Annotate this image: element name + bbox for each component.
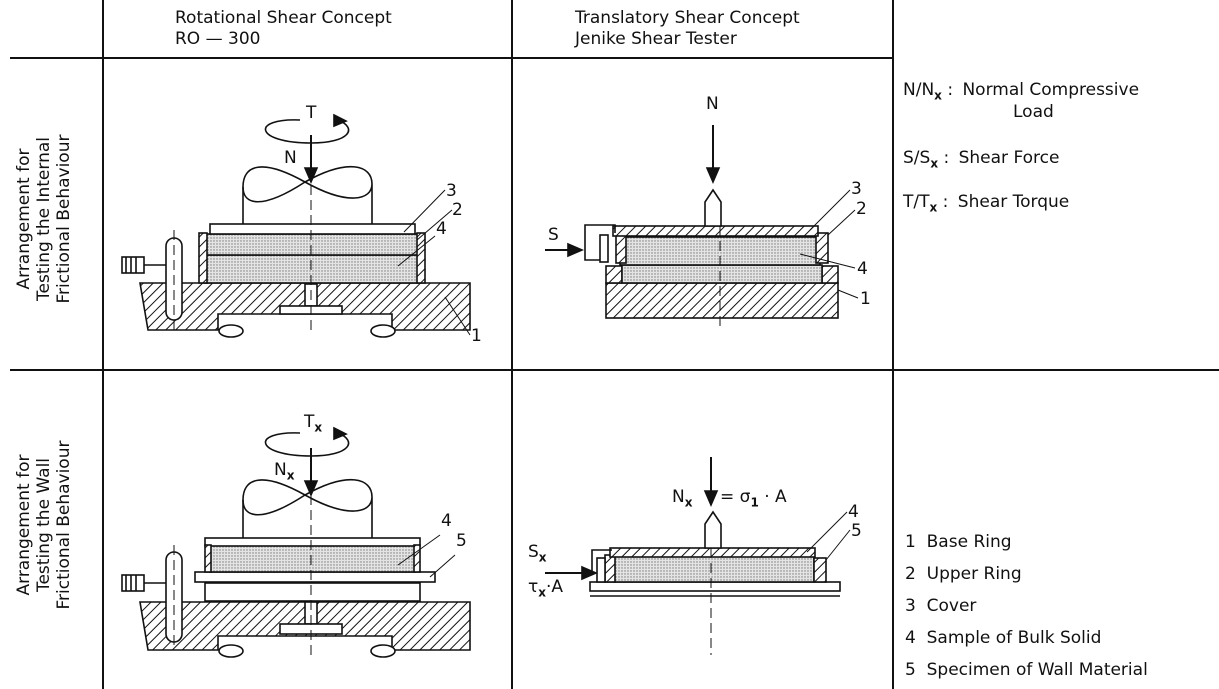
symbol-description-cont: Load [1013, 102, 1054, 122]
subscript-x: x [314, 420, 323, 435]
row-header-line: Frictional Behaviour [54, 134, 74, 304]
row-header-line: Arrangement for [14, 454, 34, 596]
part-callout-4: 4 [857, 259, 868, 279]
part-name: Sample of Bulk Solid [926, 628, 1102, 648]
part-callout-2: 2 [856, 199, 867, 219]
column-header-line: Rotational Shear Concept [175, 8, 392, 28]
row-header-line: Arrangement for [14, 148, 34, 290]
subscript-x: x [538, 550, 547, 565]
part-number: 5 [905, 660, 916, 680]
normal-load-x-label: Nx [274, 460, 294, 485]
part-name: Specimen of Wall Material [926, 660, 1148, 680]
column-header-translatory: Translatory Shear Concept Jenike Shear T… [575, 8, 800, 50]
part-item: 4 Sample of Bulk Solid [905, 628, 1101, 648]
row-header-line: Frictional Behaviour [54, 440, 74, 610]
sigma-subscript: 1 [750, 495, 759, 510]
part-callout-2: 2 [452, 200, 463, 220]
symbol-subscript: x [929, 200, 938, 215]
subscript-x: x [286, 468, 295, 483]
part-number: 1 [905, 532, 916, 552]
row-header-line: Testing the Internal [34, 137, 54, 301]
normal-load-label: N [706, 94, 719, 114]
row-header-wall: Arrangement for Testing the Wall Frictio… [14, 410, 80, 640]
symbol-separator: : [937, 192, 949, 212]
subscript-x: x [538, 585, 546, 600]
part-callout-5: 5 [851, 521, 862, 541]
row-header-line: Testing the Wall [34, 457, 54, 593]
part-callout-1: 1 [860, 289, 871, 309]
symbol-key: S/S [903, 148, 931, 168]
normal-load-x-label: Nx [672, 487, 692, 512]
part-callout-5: 5 [456, 531, 467, 551]
normal-load-label: N [284, 148, 297, 168]
column-header-line: Jenike Shear Tester [575, 29, 737, 49]
part-item: 1 Base Ring [905, 532, 1012, 552]
normal-symbol: N [672, 487, 685, 507]
part-callout-4: 4 [436, 219, 447, 239]
shear-symbol: S [528, 542, 539, 562]
symbol-description: Normal Compressive [962, 80, 1140, 100]
symbol-key: N/N [903, 80, 935, 100]
column-header-line: Translatory Shear Concept [575, 8, 800, 28]
tau-symbol: τ [528, 577, 539, 597]
symbol-subscript: x [934, 88, 942, 103]
shear-force-x-label: Sx [528, 542, 547, 567]
part-name: Base Ring [926, 532, 1012, 552]
row-header-internal: Arrangement for Testing the Internal Fri… [14, 104, 80, 334]
part-callout-4: 4 [441, 511, 452, 531]
table-grid [10, 0, 1219, 689]
rotational-internal-diagram [121, 113, 471, 338]
sigma-expression: = σ1 · A [720, 487, 787, 512]
symbol-subscript: x [930, 156, 939, 171]
subscript-x: x [684, 495, 693, 510]
torque-symbol: T [304, 412, 315, 432]
part-item: 2 Upper Ring [905, 564, 1022, 584]
translatory-wall-diagram [545, 457, 851, 655]
sigma-symbol: = σ [720, 487, 751, 507]
part-callout-3: 3 [851, 179, 862, 199]
column-header-line: RO — 300 [175, 29, 261, 49]
tau-expression: τx·A [528, 577, 563, 602]
part-callout-1: 1 [471, 326, 482, 346]
part-item: 5 Specimen of Wall Material [905, 660, 1148, 680]
symbol-description: Shear Force [958, 148, 1060, 168]
symbol-key: T/T [903, 192, 930, 212]
part-callout-3: 3 [446, 181, 457, 201]
part-number: 3 [905, 596, 916, 616]
symbol-normal-load: N/Nx : Normal Compressive [903, 80, 1139, 105]
sigma-area: · A [758, 487, 787, 507]
part-name: Upper Ring [926, 564, 1022, 584]
symbol-shear-force: S/Sx : Shear Force [903, 148, 1059, 173]
part-number: 4 [905, 628, 916, 648]
rotational-wall-diagram [121, 426, 471, 660]
part-item: 3 Cover [905, 596, 976, 616]
symbol-shear-torque: T/Tx : Shear Torque [903, 192, 1069, 217]
column-header-rotational: Rotational Shear Concept RO — 300 [175, 8, 392, 50]
symbol-separator: : [938, 148, 950, 168]
tau-area: ·A [546, 577, 564, 597]
part-callout-4: 4 [848, 502, 859, 522]
part-number: 2 [905, 564, 916, 584]
part-name: Cover [926, 596, 977, 616]
symbol-separator: : [941, 80, 954, 100]
translatory-internal-diagram [545, 125, 859, 330]
torque-label: T [306, 103, 317, 123]
symbol-description: Shear Torque [957, 192, 1070, 212]
torque-x-label: Tx [304, 412, 322, 437]
normal-symbol: N [274, 460, 287, 480]
shear-force-label: S [548, 225, 559, 245]
